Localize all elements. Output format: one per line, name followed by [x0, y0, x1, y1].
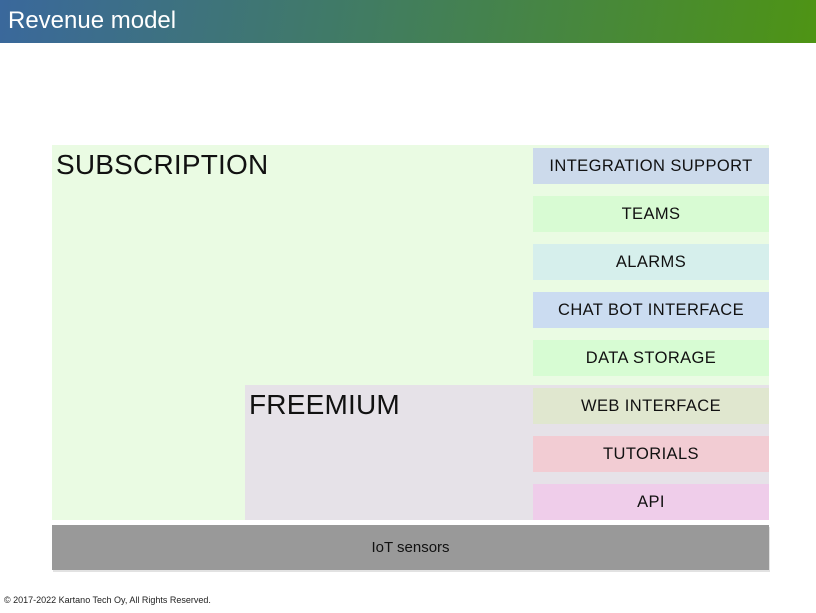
freemium-tier-label: FREEMIUM: [249, 389, 400, 420]
slide-header-bar: Revenue model: [0, 0, 816, 43]
feature-box-teams: TEAMS: [533, 196, 769, 232]
feature-box-chat-bot-interface: CHAT BOT INTERFACE: [533, 292, 769, 328]
feature-box-api: API: [533, 484, 769, 520]
feature-box-alarms: ALARMS: [533, 244, 769, 280]
page-title: Revenue model: [8, 7, 177, 34]
subscription-tier-label: SUBSCRIPTION: [56, 149, 269, 180]
feature-box-web-interface: WEB INTERFACE: [533, 388, 769, 424]
iot-sensors-bar: IoT sensors: [52, 525, 769, 570]
feature-box-data-storage: DATA STORAGE: [533, 340, 769, 376]
copyright-text: © 2017-2022 Kartano Tech Oy, All Rights …: [4, 595, 211, 605]
feature-box-integration-support: INTEGRATION SUPPORT: [533, 148, 769, 184]
feature-box-tutorials: TUTORIALS: [533, 436, 769, 472]
